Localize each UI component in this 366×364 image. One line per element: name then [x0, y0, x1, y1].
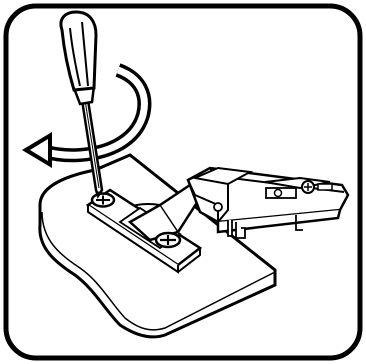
screw-icon: [156, 233, 180, 247]
screw-under-screwdriver: [92, 194, 114, 207]
